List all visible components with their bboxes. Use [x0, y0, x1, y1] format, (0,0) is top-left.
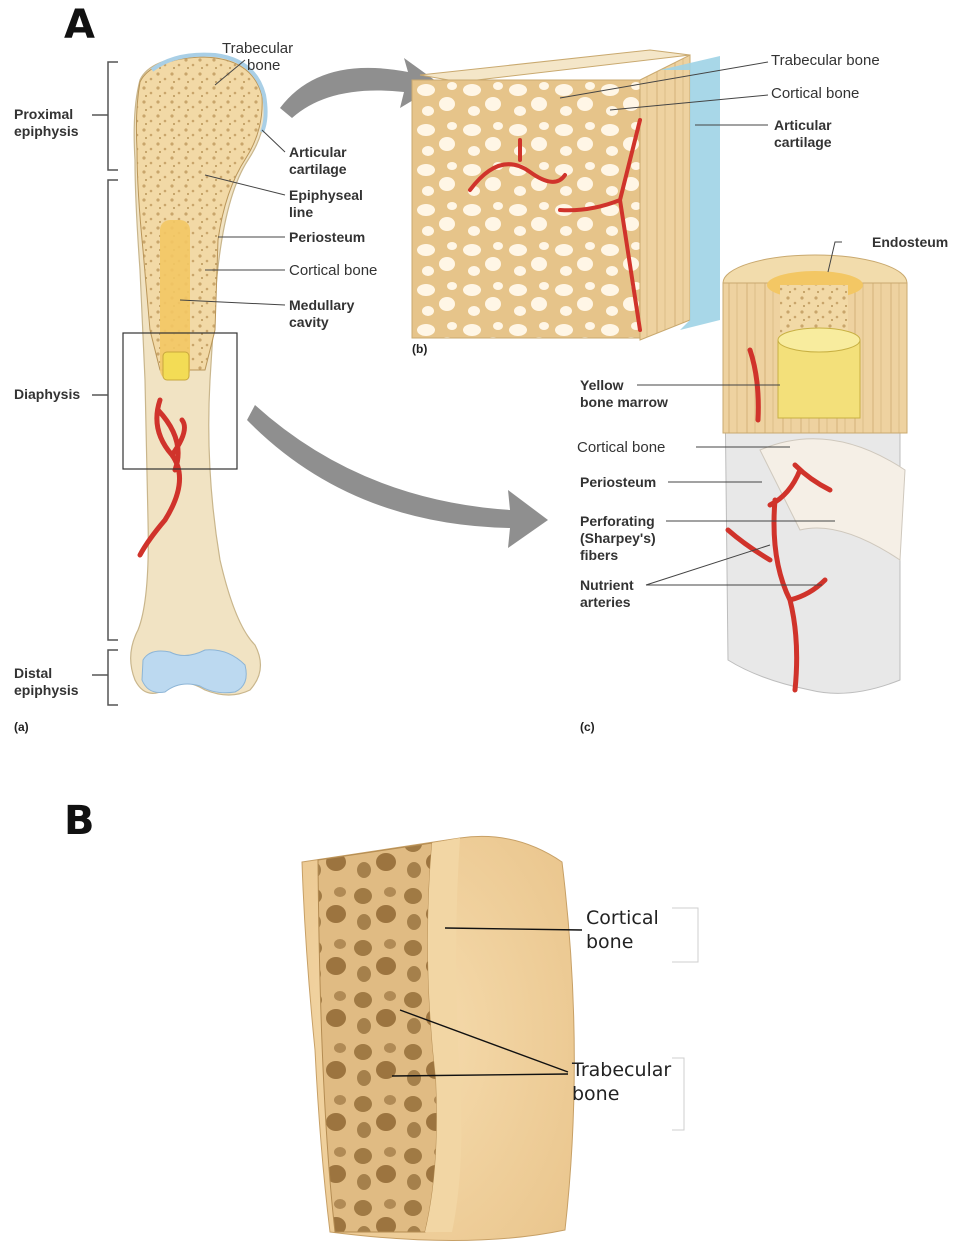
label-yellow-bone-marrow: Yellow bone marrow	[580, 377, 668, 411]
block-c	[723, 255, 907, 693]
label-cortical-bone-left: Cortical bone	[289, 262, 377, 279]
label-epiphyseal-line: Epiphyseal line	[289, 187, 363, 221]
label-periosteum-left: Periosteum	[289, 229, 365, 246]
label-medullary-cavity: Medullary cavity	[289, 297, 354, 331]
label-articular-cartilage-b: Articular cartilage	[774, 117, 832, 151]
proximal-spongy-face	[136, 57, 262, 370]
marrow-plug	[163, 352, 189, 380]
label-diaphysis: Diaphysis	[14, 386, 80, 403]
label-periosteum-c: Periosteum	[580, 474, 656, 491]
caption-a: (a)	[14, 720, 29, 734]
label-cortical-bone-panel-b: Cortical bone	[586, 906, 659, 954]
label-cortical-bone-c: Cortical bone	[577, 439, 665, 456]
label-trabecular-bone-panel-b: Trabecular bone	[572, 1058, 671, 1106]
distal-cartilage	[142, 650, 246, 693]
bracket-diaphysis	[92, 180, 118, 640]
label-trabecular-bone-b: Trabecular bone	[771, 52, 880, 69]
panel-b-brackets	[672, 908, 698, 1130]
label-distal-epiphysis: Distal epiphysis	[14, 665, 79, 699]
label-trabecular-bone-left: Trabecular bone	[222, 40, 293, 74]
label-perforating-fibers: Perforating (Sharpey's) fibers	[580, 513, 656, 564]
label-proximal-epiphysis: Proximal epiphysis	[14, 106, 79, 140]
panel-b-block	[302, 836, 574, 1240]
caption-b: (b)	[412, 342, 427, 356]
label-nutrient-arteries: Nutrient arteries	[580, 577, 634, 611]
caption-c: (c)	[580, 720, 595, 734]
bracket-distal	[92, 650, 118, 705]
block-b	[412, 50, 720, 340]
arrow-to-c	[247, 405, 548, 548]
label-endosteum: Endosteum	[872, 234, 948, 251]
label-cortical-bone-b: Cortical bone	[771, 85, 859, 102]
bracket-proximal	[92, 62, 118, 170]
label-articular-cartilage-left: Articular cartilage	[289, 144, 347, 178]
